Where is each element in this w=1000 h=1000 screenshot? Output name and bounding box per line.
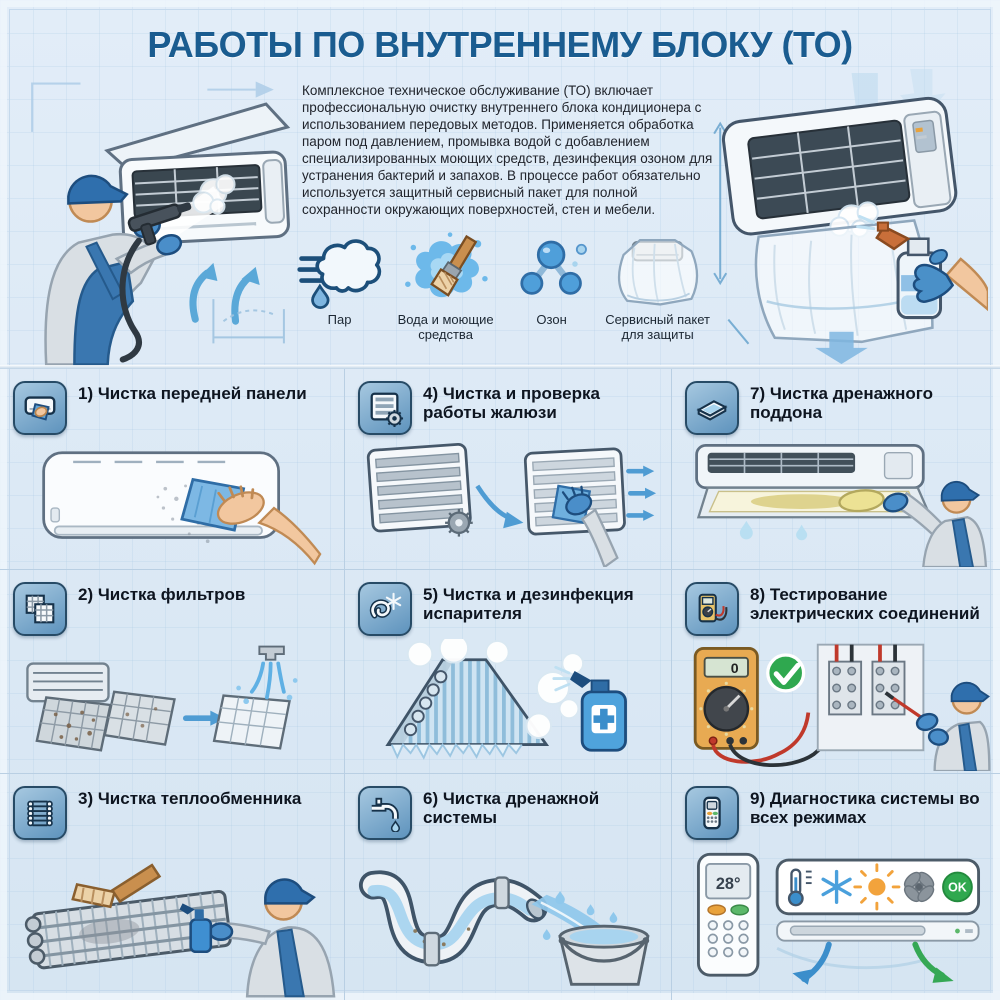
- step-label-8: 8) Тестирование электрических соединений: [750, 585, 980, 624]
- steam-icon: [297, 239, 382, 309]
- louvers-gear-icon: [358, 381, 412, 435]
- electrical-testing-illustration: 0: [693, 643, 991, 771]
- snowflake-icon: [821, 869, 852, 904]
- fan-icon: [903, 871, 935, 903]
- method-legend: Пар Вода и моющие средства: [296, 230, 720, 343]
- service-bag-scene: [713, 68, 990, 365]
- sun-icon: [853, 863, 901, 911]
- front-panel-icon: [13, 381, 67, 435]
- drain-pan-icon: [685, 381, 739, 435]
- filter-cleaning-illustration: [26, 645, 298, 752]
- section-divider: [0, 365, 1000, 369]
- down-arrow: [815, 331, 868, 365]
- step-label-2: 2) Чистка фильтров: [78, 585, 246, 604]
- thermometer-icon: [787, 868, 812, 907]
- technician-with-spray: [179, 878, 336, 998]
- airflow-up-arrows: [189, 269, 254, 325]
- multimeter-icon: [685, 582, 739, 636]
- water-detergents-icon: [405, 232, 488, 298]
- mode-panel: OK: [775, 858, 981, 916]
- step-cell-1: 1) Чистка передней панели: [0, 369, 345, 569]
- multimeter-display: 0: [731, 660, 739, 676]
- heat-exchanger-icon: [13, 786, 67, 840]
- step-label-1: 1) Чистка передней панели: [78, 384, 307, 403]
- ozone-molecule-icon: [520, 240, 587, 295]
- filters-icon: [13, 582, 67, 636]
- legend-item-service-bag: Сервисный пакет для защиты: [595, 230, 720, 343]
- disinfectant-bottle: [552, 665, 627, 752]
- step-label-4: 4) Чистка и проверка работы жалюзи: [423, 384, 600, 423]
- legend-item-water: Вода и моющие средства: [383, 230, 508, 343]
- step-cell-4: 4) Чистка и проверка работы жалюзи: [345, 369, 672, 569]
- technician-steam-cleaning-illustration: [16, 66, 298, 366]
- step-cell-9: 9) Диагностика системы во всех режимах 2…: [672, 773, 1000, 1000]
- remote-control-figure: 28°: [696, 852, 760, 977]
- step-cell-2: 2) Чистка фильтров: [0, 569, 345, 773]
- multimeter-figure: 0: [693, 647, 759, 750]
- step-label-5: 5) Чистка и дезинфекция испарителя: [423, 585, 634, 624]
- system-diagnostics-illustration: 28°: [696, 852, 981, 985]
- step-label-7: 7) Чистка дренажного поддона: [750, 384, 933, 423]
- step-cell-3: 3) Чистка теплообменника: [0, 773, 345, 1000]
- front-panel-cleaning-illustration: [42, 451, 322, 566]
- intro-paragraph: Комплексное техническое обслуживание (ТО…: [302, 83, 713, 217]
- step-cell-8: 8) Тестирование электрических соединений…: [672, 569, 1000, 773]
- drain-system-cleaning-illustration: [358, 870, 650, 986]
- service-bag-icon: [617, 239, 699, 306]
- ok-badge: [942, 871, 973, 903]
- legend-item-ozone: Озон: [508, 230, 595, 328]
- louver-cleaning-illustration: [366, 442, 657, 567]
- remote-display: 28°: [716, 875, 741, 893]
- step-cell-5: 5) Чистка и дезинфекция испарителя: [345, 569, 672, 773]
- spray-bottle-hand: [856, 214, 990, 320]
- drain-pan-cleaning-illustration: [695, 443, 988, 567]
- page-title: РАБОТЫ ПО ВНУТРЕННЕМУ БЛОКУ (ТО): [147, 24, 853, 65]
- drain-faucet-icon: [358, 786, 412, 840]
- evaporator-disinfection-illustration: [385, 639, 627, 760]
- ac-service-bag-illustration: [700, 66, 990, 366]
- step-label-6: 6) Чистка дренажной системы: [423, 789, 600, 828]
- service-bag: [754, 219, 934, 344]
- check-badge: [766, 653, 806, 693]
- heat-exchanger-cleaning-illustration: [24, 863, 336, 998]
- step-label-9: 9) Диагностика системы во всех режимах: [750, 789, 980, 828]
- technician-figure: [44, 174, 192, 366]
- steps-grid: 1) Чистка передней панели: [0, 369, 1000, 1000]
- legend-item-steam: Пар: [296, 230, 383, 328]
- step-label-3: 3) Чистка теплообменника: [78, 789, 302, 808]
- step-cell-6: 6) Чистка дренажной системы: [345, 773, 672, 1000]
- evaporator-icon: [358, 582, 412, 636]
- remote-icon: [685, 786, 739, 840]
- step-cell-7: 7) Чистка дренажного поддона: [672, 369, 1000, 569]
- ok-badge-label: OK: [948, 881, 967, 895]
- steam-gun: [127, 202, 192, 246]
- steam-cleaning-scene: [31, 81, 291, 366]
